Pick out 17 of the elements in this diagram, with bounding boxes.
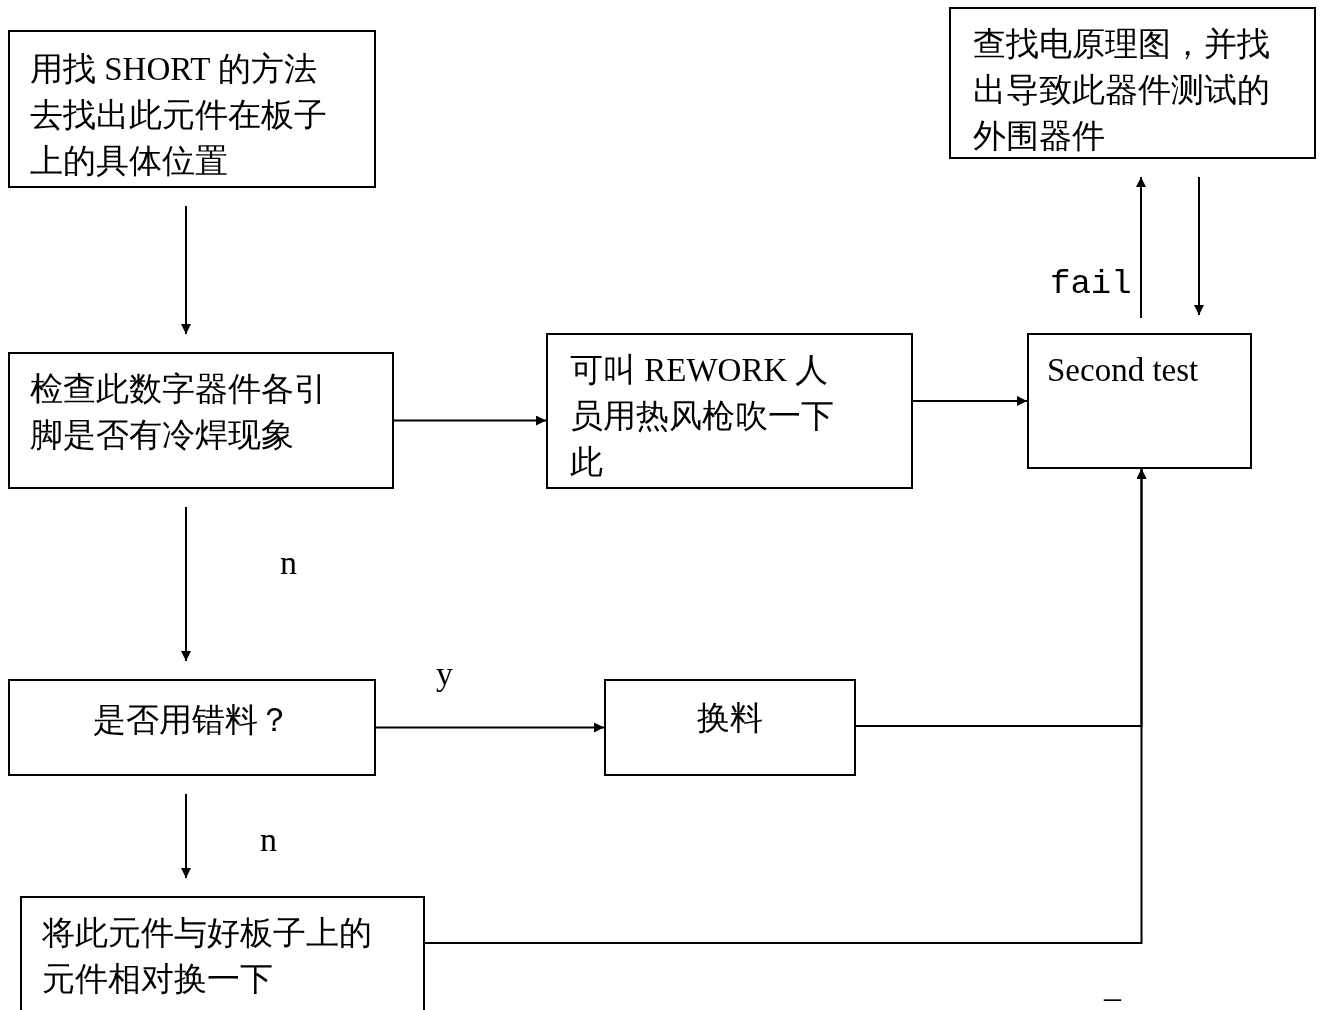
arrow bbox=[181, 205, 191, 335]
process-box: 可叫 REWORK 人员用热风枪吹一下此 bbox=[546, 333, 913, 489]
arrow bbox=[424, 468, 1147, 944]
arrow bbox=[1194, 176, 1204, 316]
process-box: 检查此数字器件各引脚是否有冷焊现象 bbox=[8, 352, 394, 489]
process-box: 是否用错料？ bbox=[8, 679, 376, 776]
process-box: 用找 SHORT 的方法去找出此元件在板子上的具体位置 bbox=[8, 30, 376, 188]
arrow bbox=[181, 793, 191, 879]
process-box: 查找电原理图，并找出导致此器件测试的外围器件 bbox=[949, 7, 1316, 159]
arrow bbox=[912, 396, 1028, 406]
arrow bbox=[1136, 176, 1146, 319]
arrow bbox=[181, 506, 191, 662]
process-box: Second test bbox=[1027, 333, 1252, 469]
process-box: 换料 bbox=[604, 679, 856, 776]
arrow bbox=[393, 415, 547, 426]
process-box: 将此元件与好板子上的元件相对换一下 bbox=[20, 896, 425, 1010]
arrow bbox=[375, 722, 605, 733]
